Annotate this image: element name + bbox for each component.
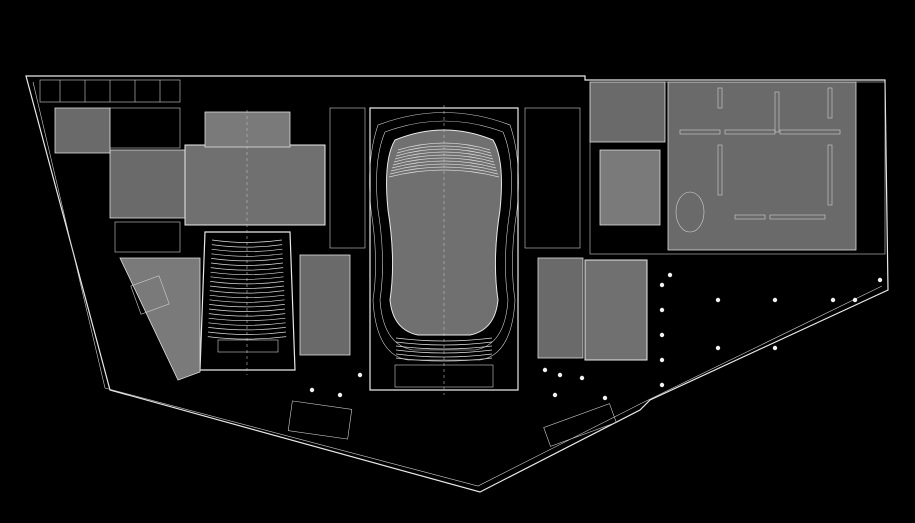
column-dot (357, 372, 363, 378)
column-dot (852, 297, 858, 303)
column-dot (659, 357, 665, 363)
seat-row (392, 157, 496, 166)
seat-row (394, 151, 494, 160)
table (769, 214, 826, 220)
column-dot (715, 345, 721, 351)
seat-row (210, 267, 284, 271)
columns (309, 272, 883, 401)
column-dot (830, 297, 836, 303)
seat-row (211, 248, 283, 253)
seat-row (209, 285, 285, 289)
building-outline (25, 75, 889, 493)
stairs (287, 400, 617, 447)
column-dot (659, 282, 665, 288)
column-dot (877, 277, 883, 283)
table (779, 129, 841, 135)
seat-row (211, 244, 283, 248)
left-wing (39, 79, 186, 253)
seat-row (208, 322, 286, 326)
column-dot (772, 297, 778, 303)
column-dot (557, 372, 563, 378)
column-dot (659, 332, 665, 338)
column-dot (715, 297, 721, 303)
left-foyer (119, 254, 351, 381)
column-dot (659, 382, 665, 388)
table (827, 87, 833, 119)
column-dot (602, 395, 608, 401)
seat-row (396, 145, 492, 154)
seat-row (395, 357, 493, 362)
table (717, 87, 723, 109)
seat-row (209, 299, 285, 303)
column-dot (309, 387, 315, 393)
service-core (329, 107, 584, 359)
column-dot (552, 392, 558, 398)
seat-row (209, 290, 285, 294)
table (717, 144, 723, 196)
column-dot (337, 392, 343, 398)
right-wing (584, 81, 886, 361)
column-dot (579, 375, 585, 381)
column-dot (659, 307, 665, 313)
seat-row (395, 353, 493, 358)
column-dot (772, 345, 778, 351)
seat-row (208, 308, 286, 312)
seat-row (388, 169, 500, 178)
table (734, 214, 766, 220)
table (827, 144, 833, 206)
table (679, 129, 721, 135)
column-dot (667, 272, 673, 278)
table (774, 91, 780, 133)
main-hall (369, 105, 519, 395)
small-hall (184, 110, 326, 375)
seat-row (390, 163, 498, 172)
seat-row (210, 262, 284, 266)
seat-row (395, 345, 493, 350)
seat-row (395, 341, 493, 346)
seat-row (209, 304, 285, 308)
seat-row (208, 327, 286, 331)
column-dot (542, 367, 548, 373)
seat-row (210, 281, 284, 285)
